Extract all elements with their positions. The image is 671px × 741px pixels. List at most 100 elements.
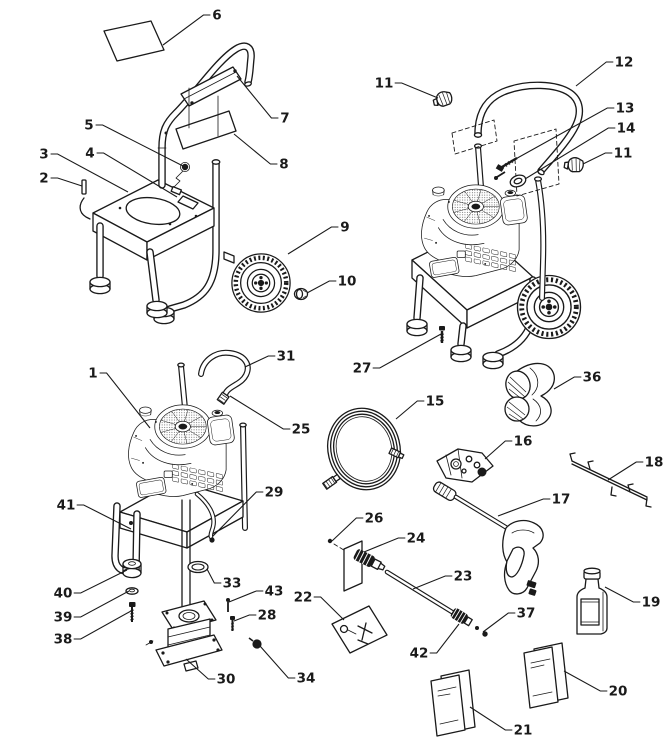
callout-29-19: 29 bbox=[265, 485, 284, 501]
callout-40-21: 40 bbox=[54, 586, 73, 602]
callout-36-15: 36 bbox=[583, 370, 602, 386]
wire-rod-18 bbox=[569, 452, 652, 508]
handle-tube bbox=[157, 42, 255, 189]
leader-line-11-13 bbox=[582, 152, 613, 165]
callout-11-13: 11 bbox=[614, 146, 633, 162]
leader-line-25-18 bbox=[229, 395, 291, 430]
leader-line-29-19 bbox=[212, 491, 264, 537]
leader-line-16-30 bbox=[484, 440, 513, 460]
hose-loop-31 bbox=[198, 349, 251, 405]
callout-18-31: 18 bbox=[645, 455, 664, 471]
leader-line-6-0 bbox=[162, 14, 211, 46]
leader-line-19-39 bbox=[604, 586, 641, 603]
spray-gun-17 bbox=[432, 481, 544, 596]
callout-15-29: 15 bbox=[426, 394, 445, 410]
leader-line-12-10 bbox=[575, 61, 614, 87]
callout-39-22: 39 bbox=[54, 610, 73, 626]
leader-line-42-38 bbox=[429, 623, 460, 654]
leader-line-2-6 bbox=[50, 177, 83, 187]
callout-13-11: 13 bbox=[616, 101, 635, 117]
leader-line-15-29 bbox=[395, 400, 425, 420]
accessory-parts bbox=[322, 362, 652, 737]
callout-20-40: 20 bbox=[609, 684, 628, 700]
tool-kit-22 bbox=[331, 605, 388, 654]
callout-23-35: 23 bbox=[454, 569, 473, 585]
bolt-28 bbox=[230, 616, 235, 631]
knob-11-left bbox=[431, 89, 454, 109]
leader-line-9-7 bbox=[287, 226, 339, 255]
callout-19-39: 19 bbox=[642, 595, 661, 611]
callout-6-0: 6 bbox=[212, 8, 221, 24]
callout-22-36: 22 bbox=[294, 590, 313, 606]
leader-line-23-35 bbox=[412, 575, 453, 590]
callout-43-25: 43 bbox=[265, 584, 284, 600]
leader-line-26-33 bbox=[331, 517, 364, 542]
leader-line-40-21 bbox=[73, 569, 128, 594]
callout-9-7: 9 bbox=[340, 220, 349, 236]
bolt-43 bbox=[226, 598, 230, 612]
callout-34-28: 34 bbox=[297, 671, 316, 687]
o-ring-33 bbox=[187, 560, 209, 574]
leader-line-36-15 bbox=[553, 376, 582, 390]
leader-line-13-11 bbox=[511, 107, 615, 162]
callout-38-23: 38 bbox=[54, 632, 73, 648]
callout-8-2: 8 bbox=[279, 157, 288, 173]
leader-line-17-32 bbox=[497, 498, 551, 517]
leader-line-31-17 bbox=[244, 355, 276, 368]
rear-frame-tube bbox=[153, 159, 221, 325]
cart-frame-exploded bbox=[79, 20, 309, 325]
handle-loop-12 bbox=[473, 81, 584, 176]
coupler-42 bbox=[450, 607, 473, 627]
pump-shaft bbox=[181, 499, 191, 611]
leader-line-8-2 bbox=[233, 133, 278, 165]
leader-line-7-1 bbox=[236, 75, 279, 119]
label-plate-6 bbox=[103, 20, 165, 62]
callout-3-4: 3 bbox=[39, 147, 48, 163]
leader-line-22-36 bbox=[313, 596, 345, 621]
pump-30 bbox=[145, 600, 223, 672]
leader-line-3-4 bbox=[50, 153, 129, 193]
callout-11-9: 11 bbox=[375, 76, 394, 92]
callout-10-8: 10 bbox=[338, 274, 357, 290]
decal-outline-left bbox=[451, 119, 498, 155]
engine-pump-exploded bbox=[111, 349, 262, 672]
cart-platform bbox=[92, 179, 215, 261]
leader-line-21-41 bbox=[469, 706, 513, 731]
wheel-9 bbox=[232, 254, 290, 312]
leader-line-11-9 bbox=[394, 82, 439, 99]
stub-tube-top bbox=[177, 362, 188, 411]
washer-39 bbox=[125, 587, 139, 595]
callout-41-20: 41 bbox=[57, 498, 76, 514]
knob-34 bbox=[248, 637, 262, 649]
callout-31-17: 31 bbox=[277, 349, 296, 365]
front-legs bbox=[89, 222, 168, 319]
leader-line-5-3 bbox=[95, 124, 184, 167]
callout-33-24: 33 bbox=[223, 576, 242, 592]
bolt-27 bbox=[439, 326, 445, 343]
callout-2-6: 2 bbox=[39, 171, 48, 187]
axle-stub bbox=[223, 251, 235, 264]
leader-line-43-25 bbox=[228, 590, 264, 603]
wheel-assembled bbox=[518, 276, 581, 339]
handle-grip-pad-7 bbox=[180, 66, 242, 107]
oil-bottle-19 bbox=[576, 567, 608, 635]
leader-line-34-28 bbox=[259, 645, 296, 679]
high-pressure-hose-15 bbox=[322, 407, 405, 491]
manual-21 bbox=[430, 669, 476, 737]
nozzle-24-plate bbox=[343, 540, 386, 592]
stub-tube-right bbox=[239, 422, 248, 531]
leader-line-39-22 bbox=[73, 590, 130, 618]
callout-7-1: 7 bbox=[280, 111, 289, 127]
bolt-38 bbox=[129, 602, 136, 622]
callout-42-38: 42 bbox=[410, 646, 429, 662]
callout-24-34: 24 bbox=[407, 531, 426, 547]
leader-line-28-26 bbox=[233, 614, 257, 622]
foam-grip-36 bbox=[504, 362, 555, 427]
callout-17-32: 17 bbox=[552, 492, 571, 508]
callout-30-27: 30 bbox=[217, 672, 236, 688]
callout-14-12: 14 bbox=[617, 121, 636, 137]
callout-28-26: 28 bbox=[258, 608, 277, 624]
